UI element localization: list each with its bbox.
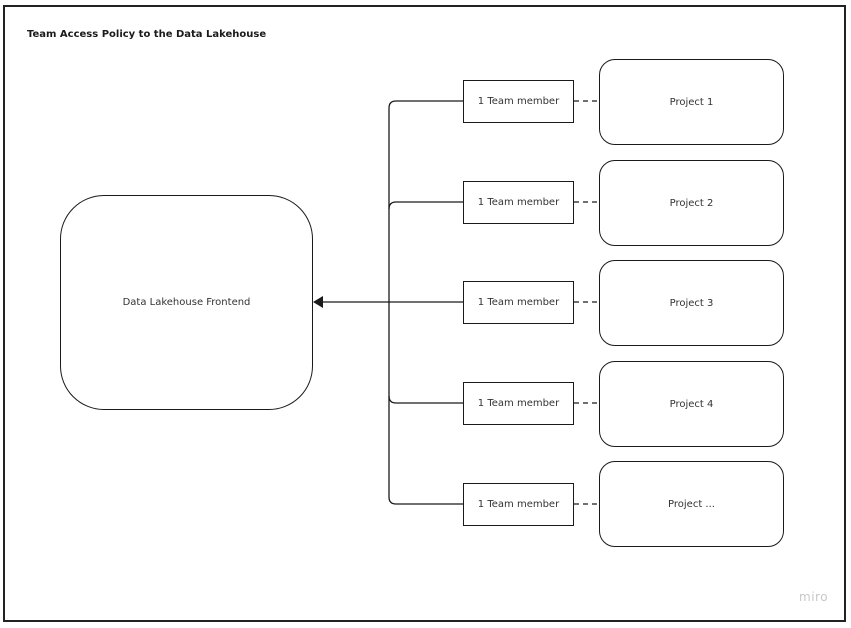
branch-line-2	[388, 201, 463, 210]
project-node[interactable]: Project 4	[599, 361, 784, 447]
project-label: Project 3	[669, 297, 714, 309]
project-node[interactable]: Project 3	[599, 260, 784, 346]
team-member-node[interactable]: 1 Team member	[463, 281, 574, 324]
team-member-label: 1 Team member	[477, 499, 560, 510]
project-node[interactable]: Project 1	[599, 59, 784, 145]
miro-watermark: miro	[799, 590, 829, 604]
project-label: Project 2	[669, 197, 714, 209]
team-member-node[interactable]: 1 Team member	[463, 483, 574, 526]
team-member-label: 1 Team member	[477, 398, 560, 409]
project-node[interactable]: Project 2	[599, 160, 784, 246]
project-node[interactable]: Project ...	[599, 461, 784, 547]
team-member-node[interactable]: 1 Team member	[463, 382, 574, 425]
team-member-label: 1 Team member	[477, 297, 560, 308]
team-member-label: 1 Team member	[477, 197, 560, 208]
arrow-head	[313, 296, 323, 308]
team-member-node[interactable]: 1 Team member	[463, 181, 574, 224]
trunk-line	[388, 100, 397, 505]
data-lakehouse-frontend-node[interactable]: Data Lakehouse Frontend	[60, 195, 313, 410]
team-member-node[interactable]: 1 Team member	[463, 80, 574, 123]
branch-line-4	[388, 395, 463, 404]
project-label: Project 1	[669, 96, 714, 108]
team-member-label: 1 Team member	[477, 96, 560, 107]
project-label: Project ...	[668, 498, 715, 510]
project-label: Project 4	[669, 398, 714, 410]
diagram-title: Team Access Policy to the Data Lakehouse	[27, 29, 267, 40]
frontend-label: Data Lakehouse Frontend	[122, 297, 251, 308]
